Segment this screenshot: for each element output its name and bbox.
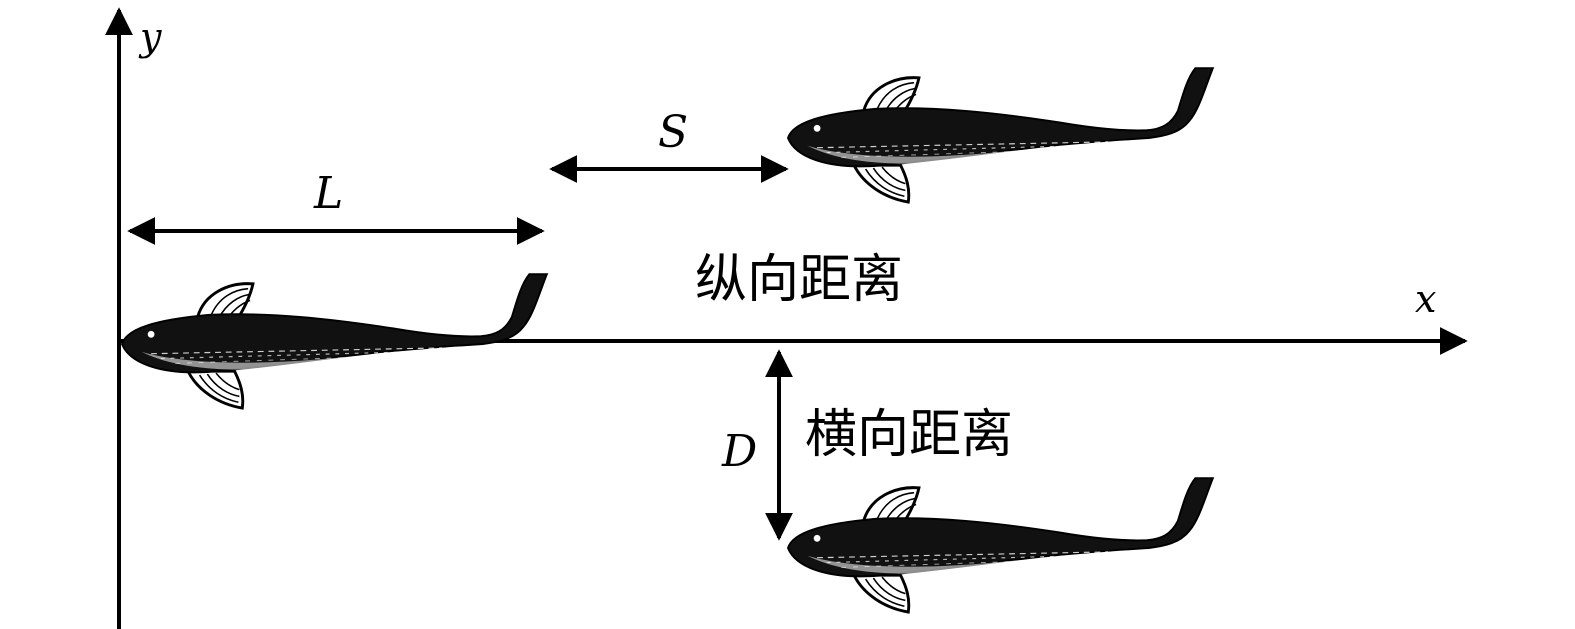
y-axis-label: y (138, 15, 162, 59)
longitudinal-distance-label: 纵向距离 (695, 250, 903, 310)
follower-fish-upper (786, 66, 1215, 204)
x-axis-label: x (1415, 277, 1436, 321)
leader-fish (120, 272, 549, 410)
lateral-distance-label: 横向距离 (805, 405, 1013, 465)
S-label: S (658, 107, 688, 158)
L-label: L (313, 168, 343, 219)
follower-fish-lower (786, 476, 1215, 614)
D-label: D (721, 426, 757, 477)
